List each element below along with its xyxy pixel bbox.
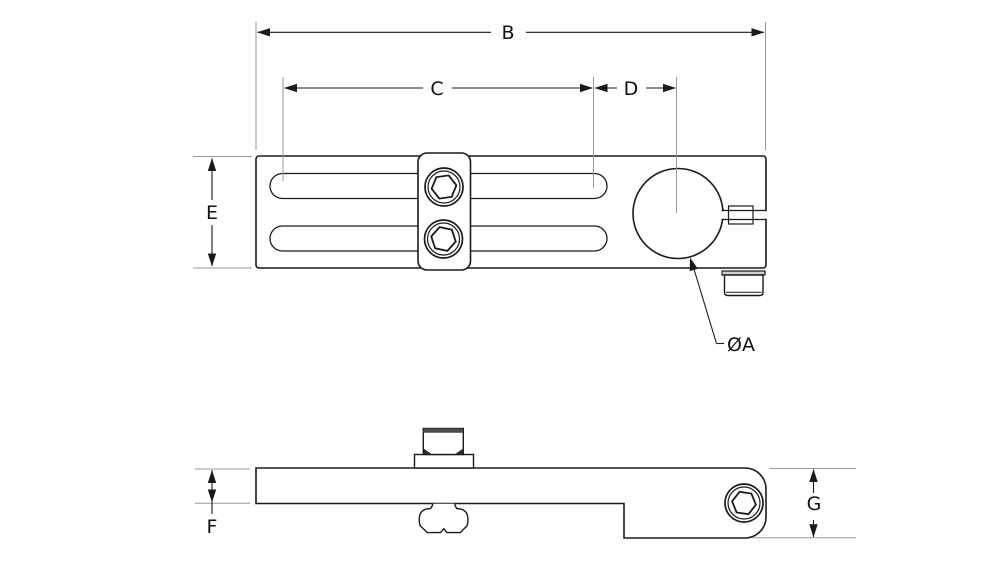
cap-screw-head xyxy=(422,427,464,456)
dimension-f: F xyxy=(195,468,250,538)
dimension-g: G xyxy=(752,468,856,539)
clamp-bore xyxy=(632,167,724,260)
dimension-e: E xyxy=(193,156,252,269)
leader-line xyxy=(690,260,718,344)
hex-socket-icon xyxy=(731,490,757,516)
arrowhead-icon xyxy=(594,83,608,93)
screw-socket-circle xyxy=(427,170,461,204)
screw-socket-circle xyxy=(727,486,761,520)
arrowhead-icon xyxy=(207,470,217,483)
hex-socket-icon xyxy=(430,226,457,252)
bore-diameter-label: ØA xyxy=(727,334,755,356)
arrowhead-icon xyxy=(663,83,676,93)
screw-head-circle xyxy=(424,167,464,207)
socket-screw-upper xyxy=(424,167,464,207)
arrowhead-icon xyxy=(580,83,593,93)
dimension-c: C xyxy=(282,77,594,188)
dimension-b: B xyxy=(255,22,766,150)
dimensions: B C D E xyxy=(193,22,856,539)
clamp-screw-head xyxy=(723,274,764,297)
cap-screw-top-band xyxy=(423,428,464,433)
arrowhead-icon xyxy=(809,524,818,538)
hex-socket-icon xyxy=(430,174,458,200)
dimension-label-g: G xyxy=(807,493,822,515)
screw-head-circle xyxy=(724,483,764,523)
arrowhead-icon xyxy=(207,489,217,503)
dimension-label-b: B xyxy=(501,22,514,44)
arrowhead-icon xyxy=(284,83,297,93)
dimension-label-f: F xyxy=(207,516,218,538)
screw-socket-circle xyxy=(426,222,461,256)
screw-head-circle xyxy=(423,219,464,259)
dimension-label-e: E xyxy=(206,202,218,224)
cap-screw-washer xyxy=(413,453,475,469)
arrowhead-icon xyxy=(809,469,818,482)
t-nut xyxy=(418,503,469,534)
clamp-screw-side-view xyxy=(721,270,766,297)
bore-callout: ØA xyxy=(685,256,755,356)
arrowhead-icon xyxy=(751,28,765,37)
arrowhead-icon xyxy=(257,28,270,37)
top-view xyxy=(255,152,768,297)
clamp-screw-cross-section xyxy=(727,205,754,225)
side-view xyxy=(255,427,767,539)
cap-screw-chamfer-right xyxy=(455,448,463,454)
slit-gap-mask xyxy=(719,211,768,219)
socket-screw-side xyxy=(724,483,764,523)
cap-screw xyxy=(413,427,475,469)
dimension-label-c: C xyxy=(430,78,443,100)
dimension-d: D xyxy=(594,77,677,213)
arrowhead-icon xyxy=(207,253,217,267)
socket-screw-lower xyxy=(423,219,464,259)
arrowhead-icon xyxy=(207,158,217,171)
cap-screw-chamfer-left xyxy=(423,448,432,454)
side-profile xyxy=(255,467,767,539)
dimension-label-d: D xyxy=(624,78,639,100)
